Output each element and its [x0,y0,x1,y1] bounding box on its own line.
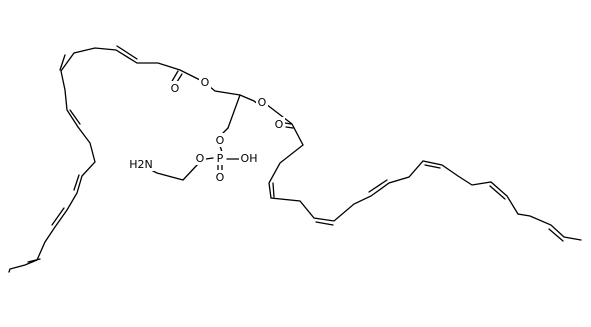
double-bonds [27,45,564,263]
sn1-chain-bonds [8,47,205,273]
sn2-alkene-4 [424,164,441,169]
phosphoryl-oxygen: O [214,170,226,184]
sn1-alkene-3 [69,109,81,125]
sn2-alkene-6 [548,228,564,242]
sn2-alkene-5 [489,185,506,200]
glycerol-c2-c3-bond [227,94,241,129]
carbonyl-oxygen-1-label: O [171,82,180,95]
sn1-alkene-5 [51,207,65,226]
phosphate-ethyl-oxygen: O [194,151,206,165]
glycerol-backbone-bonds [203,81,259,105]
carbonyl-double-bond-2b [285,126,294,129]
phosphorus-atom-label: P [217,152,224,165]
sn2-alkene-2 [315,221,334,226]
carbonyl-double-bond-2 [284,122,292,125]
carbonyl-oxygen-1: O [169,81,181,95]
sn1-alkene-4 [73,174,80,191]
phosphate-glycerol-oxygen-label: O [216,134,225,147]
phosphoryl-oxygen-label: O [216,171,225,184]
ester-oxygen-1-label: O [201,76,210,89]
ester-oxygen-1: O [199,75,211,89]
sn1-alkene-1 [116,45,138,60]
ester-oxygen-2-label: O [258,96,267,109]
p-o-ethyl-bond [205,157,214,160]
sn2-alkene-3 [368,179,388,193]
sn2-ester-o-c-bond [265,103,293,125]
single-bonds [8,47,582,273]
phosphate-hydroxyl-label: OH [241,152,258,165]
sn1-alkene-2 [59,54,66,71]
ester-oxygen-2: O [256,95,268,109]
phosphorus-atom: P [214,151,226,165]
sn2-alkene-1 [272,182,275,198]
atom-labels: O O O O O P OH O [128,75,285,184]
sn2-chain-bonds [268,123,582,241]
amine-group-label: H2N [129,158,153,171]
phosphate-glycerol-oxygen: O [214,133,226,147]
carbonyl-oxygen-2: O [273,117,285,131]
phosphate-ethyl-oxygen-label: O [196,152,205,165]
amine-group: H2N [128,157,154,171]
sn1-alkene-6 [27,258,41,263]
phosphate-hydroxyl: OH [239,151,259,165]
carbonyl-oxygen-2-label: O [275,118,284,131]
